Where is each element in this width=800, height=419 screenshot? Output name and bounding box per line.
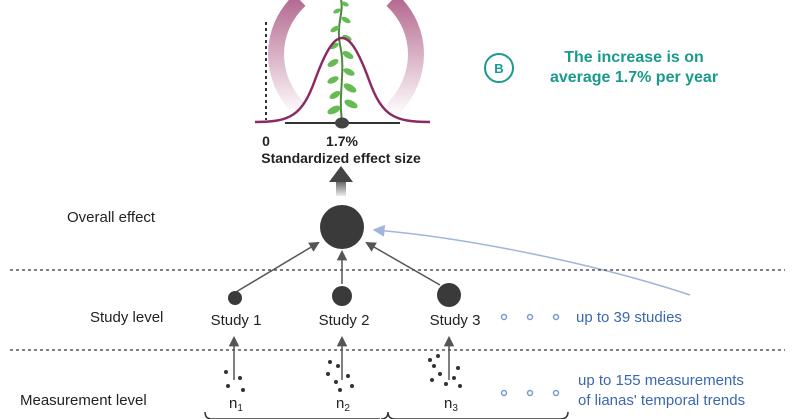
literature-link-arrow	[372, 224, 691, 296]
measurement2-label: n2	[336, 395, 350, 414]
callout-line-2: average 1.7% per year	[550, 69, 718, 86]
liana-plant-icon	[327, 0, 358, 121]
studies-count-note: up to 39 studies	[576, 309, 682, 326]
callout-line-1: The increase is on	[564, 49, 704, 66]
measurement-level-label: Measurement level	[20, 392, 147, 409]
study1-label: Study 1	[211, 312, 262, 329]
left-growth-arrow	[268, 0, 306, 116]
overall-effect-label: Overall effect	[67, 209, 156, 226]
effect-size-panel: 0 1.7% Standardized effect size	[254, 0, 431, 166]
overall-effect-row: Overall effect	[67, 166, 691, 296]
study3-node	[437, 283, 461, 307]
grouping-brace	[204, 411, 569, 419]
measurement1-label: n1	[229, 395, 243, 414]
upward-arrow-shaft	[336, 178, 346, 196]
overall-effect-node	[320, 205, 364, 249]
badge-b-icon	[484, 53, 514, 83]
study2-node	[332, 286, 352, 306]
study-level-row: Study level Study 1 Study 2 Study 3 up t…	[90, 283, 682, 329]
measurement-dots-1	[224, 370, 245, 392]
upward-arrow-head	[329, 166, 353, 182]
study2-label: Study 2	[319, 312, 370, 329]
measurement-dots-2	[326, 360, 354, 392]
zero-label: 0	[262, 133, 270, 149]
measurement-dots-3	[428, 354, 462, 388]
more-measurements-ellipsis	[500, 389, 560, 397]
measurement3-label: n3	[444, 395, 458, 414]
measurement-level-row: Measurement level n1 n2 n3 up to 155 mea…	[20, 354, 745, 419]
right-growth-arrow	[386, 0, 424, 116]
more-studies-ellipsis	[500, 313, 560, 321]
callout: B The increase is on average 1.7% per ye…	[484, 49, 718, 86]
measurements-note-line-1: up to 155 measurements	[578, 372, 744, 389]
study-level-label: Study level	[90, 309, 163, 326]
study1-arrow	[235, 241, 320, 293]
badge-letter: B	[494, 61, 503, 76]
estimate-marker	[335, 117, 349, 129]
effect-distribution-curve	[254, 36, 431, 124]
measurements-note-line-2: of lianas' temporal trends	[578, 392, 745, 409]
axis-title: Standardized effect size	[261, 150, 421, 166]
study3-label: Study 3	[430, 312, 481, 329]
study3-arrow	[365, 241, 441, 286]
study1-node	[228, 291, 242, 305]
estimate-label: 1.7%	[326, 133, 358, 149]
